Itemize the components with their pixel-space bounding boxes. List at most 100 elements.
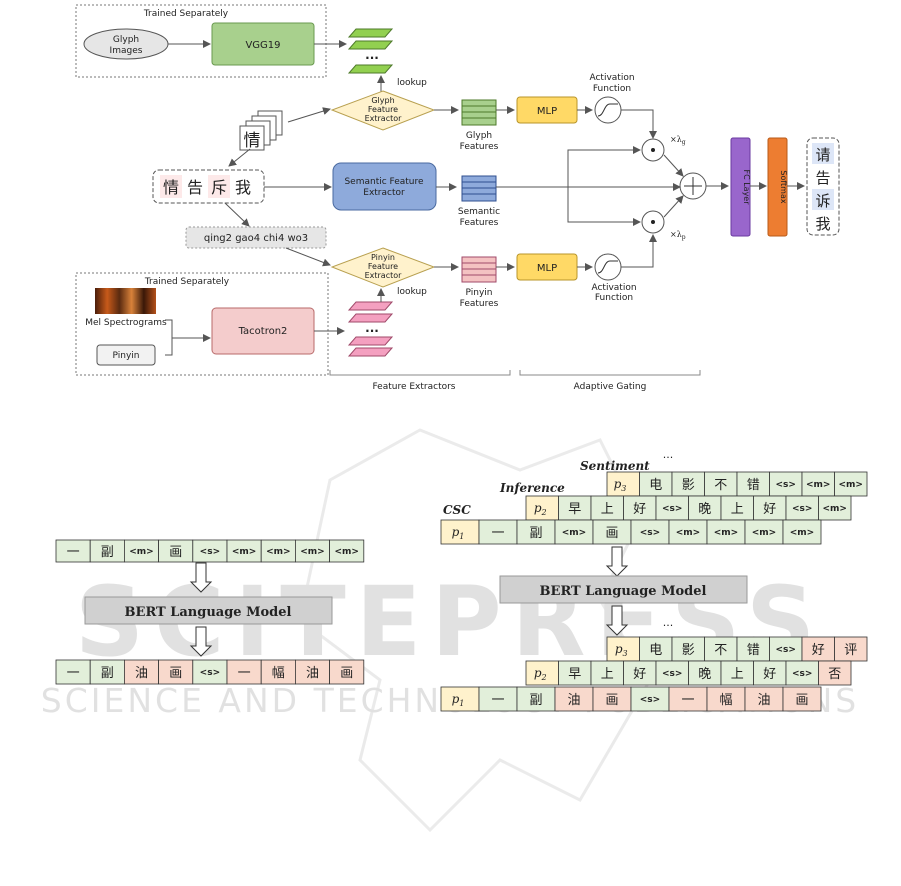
sentiment-input-token: <s> xyxy=(776,480,796,490)
right-down-arrow-2 xyxy=(605,605,629,636)
activation-bottom-node xyxy=(594,253,622,281)
vgg19-label: VGG19 xyxy=(245,40,280,51)
left-output-token: 油 xyxy=(135,666,148,681)
right-dots-top: ... xyxy=(663,448,674,461)
left-output-token: 一 xyxy=(238,666,251,681)
sentiment-input-token: 错 xyxy=(747,478,760,493)
inference-output-token: 早 xyxy=(568,667,581,682)
pinyin-extractor-label-2: Feature xyxy=(368,262,398,271)
pinyin-extractor-label-1: Pinyin xyxy=(371,253,395,262)
input-char: 斥 xyxy=(211,178,227,197)
output-char-cell xyxy=(812,212,834,233)
sentiment-output-token: 错 xyxy=(747,643,760,658)
csc-input-cell xyxy=(744,519,784,545)
feature-extractors-label: Feature Extractors xyxy=(373,382,456,392)
glyph-extractor-label-2: Feature xyxy=(368,105,398,114)
left-output-token: 画 xyxy=(169,666,182,681)
left-mlm-diagram: 一副<m>画<s><m><m><m><m> BERT Language Mode… xyxy=(55,539,365,685)
inference-output-token: 好 xyxy=(633,667,646,682)
csc-output-cell xyxy=(554,686,594,712)
adaptive-gating-label: Adaptive Gating xyxy=(574,382,647,392)
csc-output-prompt-token: p1 xyxy=(452,692,465,708)
csc-input-token: <m> xyxy=(676,528,700,538)
lookup-top-label: lookup xyxy=(397,78,427,88)
inference-input-token: <s> xyxy=(662,504,682,514)
left-input-token: <m> xyxy=(129,547,153,557)
csc-output-cell xyxy=(744,686,784,712)
sentiment-input-cell xyxy=(801,471,835,497)
input-char-cell xyxy=(232,175,254,198)
left-input-token: <m> xyxy=(300,547,324,557)
activation-top-node xyxy=(594,96,622,124)
mel-spectrograms-label: Mel Spectrograms xyxy=(85,318,167,328)
pinyin-feature-extractor xyxy=(330,247,436,288)
inference-input-cell xyxy=(785,495,819,521)
left-input-token: 副 xyxy=(101,545,114,560)
csc-output-cell xyxy=(592,686,632,712)
softmax-block xyxy=(767,137,788,237)
input-chars-group: 情告斥我 xyxy=(160,175,254,198)
input-char: 我 xyxy=(235,178,251,197)
sentiment-input-token: 影 xyxy=(682,478,695,493)
left-output-row: 一副油画<s>一幅油画 xyxy=(55,659,365,685)
csc-output-prompt-cell xyxy=(440,686,480,712)
pinyin-input-box xyxy=(96,344,156,366)
csc-output-token: 一 xyxy=(681,693,694,708)
csc-input-cell xyxy=(554,519,594,545)
watermark-map-shape xyxy=(298,428,652,833)
sentiment-input-cell xyxy=(736,471,770,497)
csc-input-token: 一 xyxy=(491,526,504,541)
lambda-p-label: ×λp xyxy=(670,230,686,241)
inference-input-cell xyxy=(818,495,852,521)
glyph-extractor-label-3: Extractor xyxy=(365,114,403,123)
inference-input-token: 好 xyxy=(763,502,776,517)
csc-input-cell xyxy=(668,519,708,545)
semantic-extractor-label-2: Extractor xyxy=(363,188,405,198)
softmax-label: Softmax xyxy=(779,170,788,203)
feature-extractors-bracket xyxy=(329,370,511,376)
output-char: 我 xyxy=(815,215,830,233)
trained-separately-bottom-label: Trained Separately xyxy=(144,277,230,287)
input-char: 告 xyxy=(187,178,203,197)
csc-input-token: <s> xyxy=(640,528,660,538)
left-output-token: <s> xyxy=(200,668,220,678)
left-input-token: 一 xyxy=(67,545,80,560)
left-output-cell xyxy=(294,659,330,685)
csc-output-token: 油 xyxy=(567,693,580,708)
left-input-cell xyxy=(329,539,365,563)
csc-input-cell xyxy=(478,519,518,545)
left-input-token: 画 xyxy=(169,545,182,560)
inference-output-cell xyxy=(753,660,787,686)
activation-top-label-2: Function xyxy=(593,84,631,94)
csc-output-cell xyxy=(630,686,670,712)
left-output-token: 画 xyxy=(340,666,353,681)
sentiment-input-prompt-token: p3 xyxy=(614,477,627,493)
inference-input-token: 上 xyxy=(731,502,744,517)
csc-input-token: <m> xyxy=(714,528,738,538)
csc-output-token: <s> xyxy=(640,695,660,705)
sentiment-output-token: <s> xyxy=(776,645,796,655)
inference-output-token: 好 xyxy=(763,667,776,682)
output-char: 请 xyxy=(815,146,830,164)
trained-separately-top-label: Trained Separately xyxy=(143,9,229,19)
pinyin-features-label-1: Pinyin xyxy=(466,288,493,298)
left-input-token: <s> xyxy=(200,547,220,557)
csc-output-token: 画 xyxy=(795,693,808,708)
sentiment-input-prompt-cell xyxy=(606,471,640,497)
inference-input-token: 上 xyxy=(601,502,614,517)
csc-input-cell xyxy=(630,519,670,545)
csc-input-token: <m> xyxy=(752,528,776,538)
csc-output-token: 幅 xyxy=(719,693,732,708)
inference-label: Inference xyxy=(499,481,565,495)
inference-output-token: 晚 xyxy=(698,667,711,682)
inference-input-token: 早 xyxy=(568,502,581,517)
pinyin-embedding-stack xyxy=(347,301,394,357)
sentiment-output-token: 不 xyxy=(714,643,727,658)
csc-output-cell xyxy=(516,686,556,712)
tacotron2-label: Tacotron2 xyxy=(238,326,288,337)
pinyin-features-label-2: Features xyxy=(460,299,499,309)
sentiment-label: Sentiment xyxy=(580,459,650,473)
inference-input-prompt-token: p2 xyxy=(534,501,547,517)
